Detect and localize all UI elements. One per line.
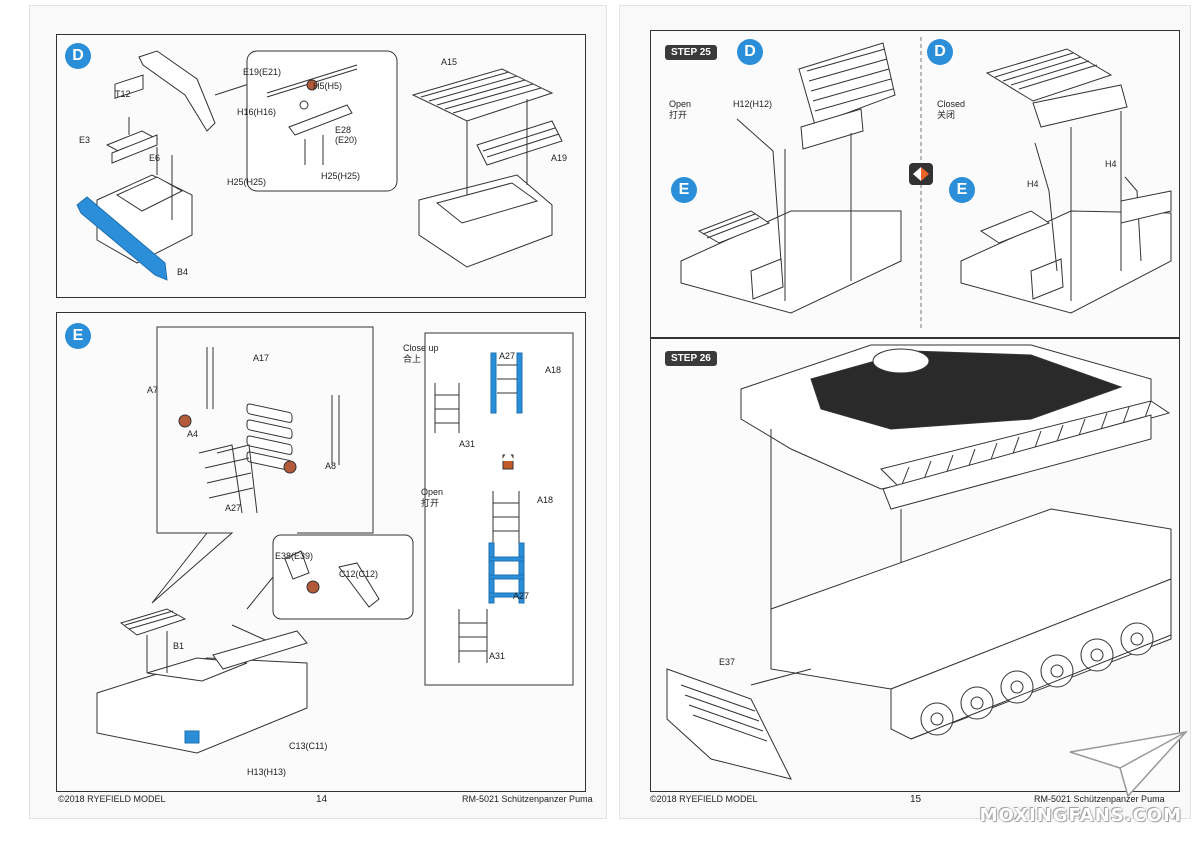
label-e38: E38(E39) <box>275 551 314 561</box>
label-e19: E19(E21) <box>243 67 282 77</box>
panel-d-drawing <box>76 50 563 281</box>
panel-e: E <box>56 312 586 792</box>
step-26-drawing <box>666 344 1172 780</box>
label-c13: C13(C11) <box>289 741 328 751</box>
label-h13: H13(H13) <box>247 767 287 777</box>
label-a19: A19 <box>551 153 568 163</box>
label-a31-closeup: A31 <box>459 439 476 449</box>
label-a15: A15 <box>441 57 458 67</box>
label-a27-closeup: A27 <box>499 351 516 361</box>
label-a7: A7 <box>147 385 159 395</box>
footer-page-number-right: 15 <box>910 794 922 805</box>
label-h4-left: H4 <box>1027 179 1039 189</box>
label-h16: H16(H16) <box>237 107 277 117</box>
label-b1: B1 <box>173 641 185 651</box>
label-h12: H12(H12) <box>733 99 773 109</box>
badge-e: E <box>65 323 91 349</box>
label-e20: (E20) <box>335 135 358 145</box>
page-15: STEP 25 D D E E <box>620 6 1190 818</box>
label-open-step25: Open <box>669 99 692 109</box>
footer-title-left: RM-5021 Schützenpanzer Puma <box>462 794 593 804</box>
badge-e-open: E <box>671 177 697 203</box>
badge-e-closed: E <box>949 177 975 203</box>
footer-title-right: RM-5021 Schützenpanzer Puma <box>1034 794 1165 804</box>
label-close-up: Close up <box>403 343 439 353</box>
panel-d: D <box>56 34 586 298</box>
label-a18-closeup: A18 <box>545 365 562 375</box>
label-a4: A4 <box>187 429 199 439</box>
label-a27-main: A27 <box>225 503 242 513</box>
badge-d-closed: D <box>927 39 953 65</box>
label-h5: H5(H5) <box>313 81 343 91</box>
label-e6: E6 <box>149 153 161 163</box>
label-h25-left: H25(H25) <box>227 177 267 187</box>
badge-d-open: D <box>737 39 763 65</box>
panel-step-26: STEP 26 <box>650 338 1180 792</box>
label-h25-right: H25(H25) <box>321 171 361 181</box>
label-b4: B4 <box>177 267 189 277</box>
watermark-logo-icon <box>1069 730 1189 798</box>
label-a17: A17 <box>253 353 270 363</box>
label-close-up-cn: 合上 <box>403 354 422 364</box>
footer-copyright-left: ©2018 RYEFIELD MODEL <box>58 794 166 804</box>
label-e3: E3 <box>79 135 91 145</box>
panel-step-25: STEP 25 D D E E <box>650 30 1180 338</box>
label-e37: E37 <box>719 657 736 667</box>
step-25-drawing <box>680 37 1172 331</box>
panel-e-drawing <box>96 326 574 754</box>
label-a18-open: A18 <box>537 495 554 505</box>
label-c12: C12(C12) <box>339 569 379 579</box>
footer-copyright-right: ©2018 RYEFIELD MODEL <box>650 794 758 804</box>
step-25-label: STEP 25 <box>665 45 717 60</box>
page-14: D <box>30 6 606 818</box>
label-a8: A8 <box>325 461 337 471</box>
watermark-text: MOXINGFANS.COM <box>979 805 1182 826</box>
label-open-step25-cn: 打开 <box>669 110 688 120</box>
label-a31-open: A31 <box>489 651 506 661</box>
badge-d: D <box>65 43 91 69</box>
label-open-cn: 打开 <box>421 498 440 508</box>
label-open: Open <box>421 487 444 497</box>
step-26-label: STEP 26 <box>665 351 717 366</box>
label-h4-right: H4 <box>1105 159 1117 169</box>
label-e28: E28 <box>335 125 352 135</box>
label-closed-step25: Closed <box>937 99 966 109</box>
footer-page-number-left: 14 <box>316 794 328 805</box>
label-closed-step25-cn: 关闭 <box>937 110 956 120</box>
label-a27-open: A27 <box>513 591 530 601</box>
label-t12: T12 <box>115 89 131 99</box>
